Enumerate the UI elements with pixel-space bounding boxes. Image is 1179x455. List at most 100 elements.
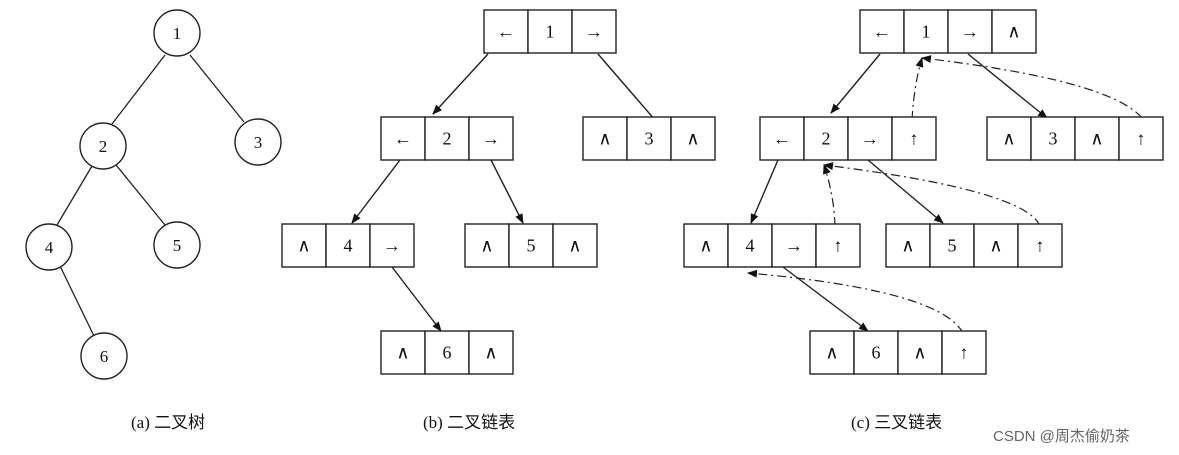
binary-node-6: ∧ 6 ∧ (380, 330, 514, 375)
binary-node-4-cell-2-text: → (383, 236, 401, 256)
caption-c: (c) 三叉链表 (851, 413, 942, 432)
ternary-node-3-cell-1-text: 3 (1049, 129, 1058, 149)
ternary-node-1-cell-1 (903, 9, 949, 54)
binary-node-6-cell-1 (424, 330, 470, 375)
ternary-node-5-cell-0 (885, 223, 931, 268)
ternary-node-6-cell-1-text: 6 (872, 343, 881, 363)
binary-node-3: ∧3∧ (582, 116, 716, 161)
tree-node-6-label: 6 (100, 347, 109, 366)
binary-tree: 1 2 3 4 5 6 (a) 二叉树 (25, 9, 282, 432)
tree-node-5: 5 (153, 221, 201, 269)
binary-node-2-cell-1-text: 2 (443, 129, 452, 149)
ternary-node-2-cell-0 (759, 116, 805, 161)
ternary-node-5-cell-2-text: ∧ (989, 236, 1002, 256)
ternary-node-1-cell-2 (947, 9, 993, 54)
ternary-node-6-cell-0-text: ∧ (825, 343, 838, 363)
tree-node-1-label: 1 (173, 24, 182, 43)
caption-a: (a) 二叉树 (131, 413, 205, 432)
ternary-node-1-cell-0-text: ← (873, 22, 891, 42)
tree-node-4-label: 4 (45, 238, 54, 257)
ternary-node-5-cell-3 (1017, 223, 1063, 268)
binary-node-5: ∧ 5 ∧ (464, 223, 598, 268)
ternary-node-2-cell-3-text: ↑ (910, 129, 919, 149)
ternary-node-4-cell-3-text: ↑ (834, 236, 843, 256)
binary-link-2-5 (490, 159, 524, 224)
binary-link-1-3 (597, 53, 656, 121)
ternary-node-2-cell-3 (891, 116, 937, 161)
binary-node-2-cell-2-text: → (482, 129, 500, 149)
ternary-node-1-cell-3-text: ∧ (1007, 22, 1020, 42)
binary-node-6-cell-2 (468, 330, 514, 375)
binary-node-1-cell-1 (527, 9, 573, 54)
ternary-node-1-cell-1-text: 1 (922, 22, 931, 42)
ternary-node-4-cell-1-text: 4 (746, 236, 755, 256)
ternary-node-4: ∧4→↑ (683, 223, 861, 268)
tree-edge-1-2 (111, 54, 166, 125)
ternary-node-2: ←2→↑ (759, 116, 937, 161)
tree-edges (56, 54, 245, 337)
binary-node-2-cell-0 (380, 116, 426, 161)
tree-edge-2-5 (115, 164, 166, 226)
ternary-node-1: ← 1 → ∧ (859, 9, 1037, 54)
ternary-node-1-cell-3 (991, 9, 1037, 54)
ternary-node-3-cell-3-text: ↑ (1137, 129, 1146, 149)
ternary-link-4-6 (782, 266, 869, 332)
tree-edge-2-4 (56, 165, 93, 226)
ternary-node-3-cell-3 (1118, 116, 1164, 161)
ternary-link-2-4 (750, 159, 779, 224)
ternary-child-links (750, 53, 1048, 332)
binary-node-1: ←1→ (483, 9, 617, 54)
ternary-node-1-cell-2-text: → (961, 22, 979, 42)
ternary-node-5-cell-0-text: ∧ (901, 236, 914, 256)
ternary-parent-links (747, 55, 1143, 334)
ternary-node-2-cell-1-text: 2 (822, 129, 831, 149)
binary-link-2-4 (351, 159, 401, 224)
parent-link-3-1 (921, 55, 1143, 119)
binary-node-4: ∧4→ (281, 223, 415, 268)
ternary-node-3-cell-0 (986, 116, 1032, 161)
ternary-node-5: ∧5∧↑ (885, 223, 1063, 268)
ternary-node-4-cell-2-text: → (785, 236, 803, 256)
binary-node-5-cell-0-text: ∧ (480, 236, 493, 256)
binary-node-1-cell-0-text: ← (497, 22, 515, 42)
binary-node-5-cell-1-text: 5 (527, 236, 536, 256)
binary-node-6-cell-2-text: ∧ (484, 343, 497, 363)
tree-edge-1-3 (189, 54, 245, 123)
tree-node-3-label: 3 (254, 133, 263, 152)
parent-link-2-1 (911, 57, 924, 121)
binary-node-4-cell-2 (369, 223, 415, 268)
tree-node-4: 4 (25, 223, 73, 271)
tree-node-5-label: 5 (173, 236, 182, 255)
binary-node-6-cell-0-text: ∧ (396, 343, 409, 363)
ternary-list-nodes: ←1→∧←2→↑∧3∧↑∧4→↑∧5∧↑∧6∧↑ (683, 9, 1164, 375)
ternary-linked-list: ←1→∧←2→↑∧3∧↑∧4→↑∧5∧↑∧6∧↑ (c) 三叉链表 (683, 9, 1164, 432)
ternary-node-3: ∧3∧↑ (986, 116, 1164, 161)
binary-node-1-cell-1-text: 1 (546, 22, 555, 42)
binary-node-5-cell-2-text: ∧ (568, 236, 581, 256)
binary-list-nodes: ←1→←2→∧3∧∧4→∧5∧∧6∧ (281, 9, 716, 375)
ternary-node-3-cell-0-text: ∧ (1002, 129, 1015, 149)
ternary-link-1-2 (830, 53, 881, 114)
ternary-node-6-cell-2 (897, 330, 943, 375)
ternary-node-2-cell-2 (847, 116, 893, 161)
binary-node-1-cell-2 (571, 9, 617, 54)
binary-node-2: ←2→ (380, 116, 514, 161)
binary-node-6-cell-1-text: 6 (443, 343, 452, 363)
binary-node-3-cell-2 (670, 116, 716, 161)
ternary-node-5-cell-3-text: ↑ (1036, 236, 1045, 256)
tree-node-1: 1 (153, 9, 201, 57)
tree-edge-4-6 (59, 265, 95, 337)
ternary-node-2-cell-0-text: ← (773, 129, 791, 149)
binary-node-5-cell-2 (552, 223, 598, 268)
ternary-node-1-cell-0 (859, 9, 905, 54)
binary-link-4-6 (391, 266, 442, 332)
binary-node-6-cell-0 (380, 330, 426, 375)
binary-node-3-cell-1 (626, 116, 672, 161)
binary-list-edges (351, 53, 656, 332)
binary-node-3-cell-1-text: 3 (645, 129, 654, 149)
binary-node-4-cell-0 (281, 223, 327, 268)
ternary-node-6-cell-3 (941, 330, 987, 375)
binary-node-3-cell-2-text: ∧ (686, 129, 699, 149)
ternary-node-6-cell-3-text: ↑ (960, 343, 969, 363)
